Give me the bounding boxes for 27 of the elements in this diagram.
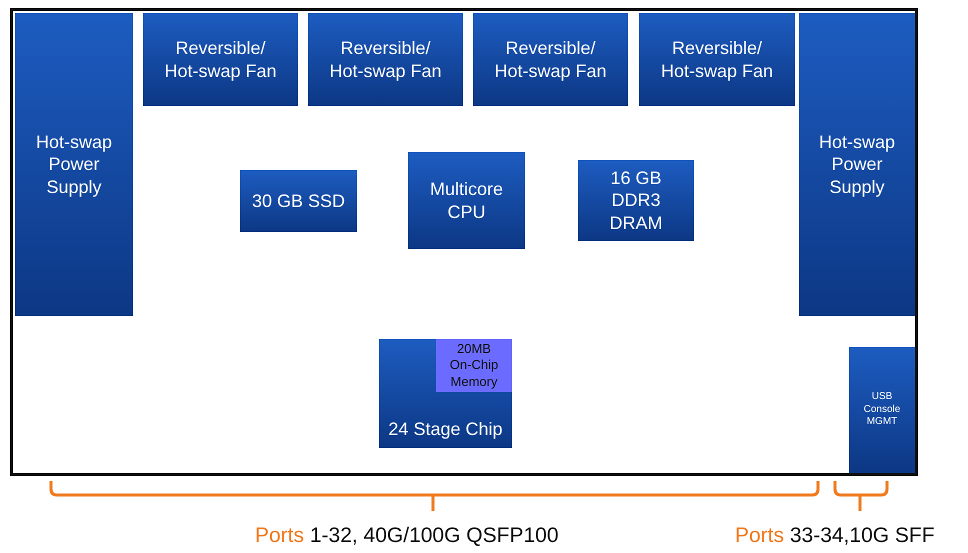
- component-label: 20MB On-Chip Memory: [448, 341, 500, 390]
- component-label: Reversible/ Hot-swap Fan: [163, 37, 278, 82]
- fan-box: [308, 13, 463, 106]
- port-caption: Ports 1-32, 40G/100G QSFP100: [255, 524, 558, 548]
- power-supply-box: [799, 13, 915, 316]
- fan-box: [639, 13, 795, 106]
- component-label: Hot-swap Power Supply: [34, 130, 114, 198]
- component-label: 24 Stage Chip: [388, 418, 503, 440]
- usb-console-box: [849, 347, 915, 473]
- component-label: Reversible/ Hot-swap Fan: [493, 37, 608, 82]
- component-label: Reversible/ Hot-swap Fan: [660, 37, 774, 82]
- component-label: 16 GB DDR3 DRAM: [608, 166, 664, 234]
- chassis-outline: [10, 8, 918, 476]
- component-label: Reversible/ Hot-swap Fan: [328, 37, 443, 82]
- fan-box: [143, 13, 298, 106]
- dram-box: [578, 160, 694, 241]
- ssd-box: [240, 170, 357, 232]
- fan-box: [473, 13, 628, 106]
- memory-box: [436, 339, 512, 392]
- power-supply-box: [15, 13, 133, 316]
- cpu-box: [408, 152, 525, 249]
- port-caption: Ports 33-34,10G SFF: [735, 524, 935, 548]
- component-label: USB Console MGMT: [862, 391, 902, 429]
- chip-box: [379, 339, 512, 448]
- component-label: 30 GB SSD: [252, 190, 346, 212]
- component-label: Multicore CPU: [428, 178, 504, 223]
- component-label: Hot-swap Power Supply: [818, 130, 896, 198]
